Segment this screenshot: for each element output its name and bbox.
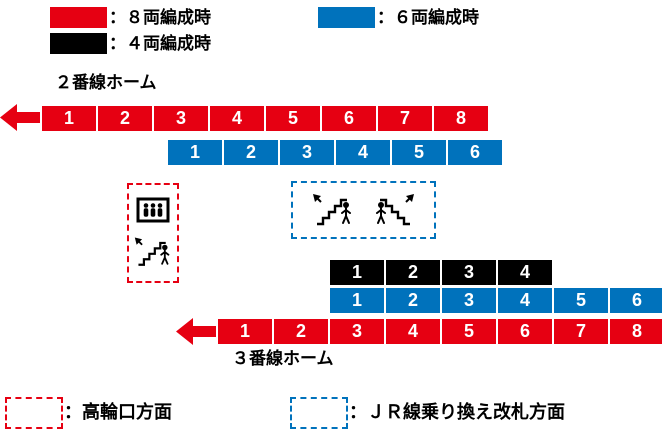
platform2-label: ２番線ホーム: [55, 73, 157, 92]
jr-legend-box: [290, 397, 348, 429]
car-cell: 8: [610, 319, 662, 344]
car-cell: 2: [386, 288, 440, 313]
platform3-label: ３番線ホーム: [232, 349, 334, 368]
jr-legend-label: ：ＪＲ線乗り換え改札方面: [349, 402, 565, 422]
car-cell: 3: [442, 288, 496, 313]
car-cell: 6: [448, 140, 502, 165]
left-arrow-icon: [0, 104, 40, 131]
takanawa-facility-box: [127, 183, 179, 283]
jr-facility-box: [291, 181, 436, 239]
car-cell: 3: [442, 260, 496, 285]
legend-swatch-6car: [318, 7, 375, 28]
car-cell: 4: [498, 288, 552, 313]
car-cell: 4: [336, 140, 390, 165]
legend-label-4car: ：４両編成時: [109, 34, 211, 53]
car-cell: 5: [392, 140, 446, 165]
car-cell: 6: [610, 288, 662, 313]
car-cell: 2: [224, 140, 278, 165]
elevator-icon: [136, 197, 170, 223]
car-cell: 6: [322, 106, 376, 131]
car-cell: 1: [218, 319, 272, 344]
car-cell: 5: [554, 288, 608, 313]
legend-label-6car: ：６両編成時: [377, 8, 479, 27]
car-cell: 4: [386, 319, 440, 344]
car-cell: 1: [330, 288, 384, 313]
takanawa-legend-box: [5, 397, 63, 429]
car-cell: 5: [266, 106, 320, 131]
legend-swatch-4car: [50, 33, 107, 54]
car-cell: 7: [378, 106, 432, 131]
car-cell: 1: [168, 140, 222, 165]
car-cell: 2: [274, 319, 328, 344]
car-cell: 5: [442, 319, 496, 344]
car-cell: 1: [42, 106, 96, 131]
car-cell: 1: [330, 260, 384, 285]
car-cell: 3: [280, 140, 334, 165]
escalator-icon: [134, 237, 170, 266]
car-cell: 3: [330, 319, 384, 344]
car-cell: 4: [498, 260, 552, 285]
car-cell: 6: [498, 319, 552, 344]
escalator-icon: [376, 194, 415, 226]
takanawa-legend-label: ：高輪口方面: [64, 402, 172, 422]
escalator-icon: [312, 194, 351, 226]
left-arrow-icon: [176, 318, 216, 345]
car-cell: 7: [554, 319, 608, 344]
legend-label-8car: ：８両編成時: [109, 8, 211, 27]
car-cell: 2: [386, 260, 440, 285]
car-cell: 3: [154, 106, 208, 131]
car-cell: 4: [210, 106, 264, 131]
car-cell: 8: [434, 106, 488, 131]
car-cell: 2: [98, 106, 152, 131]
legend-swatch-8car: [50, 7, 107, 28]
